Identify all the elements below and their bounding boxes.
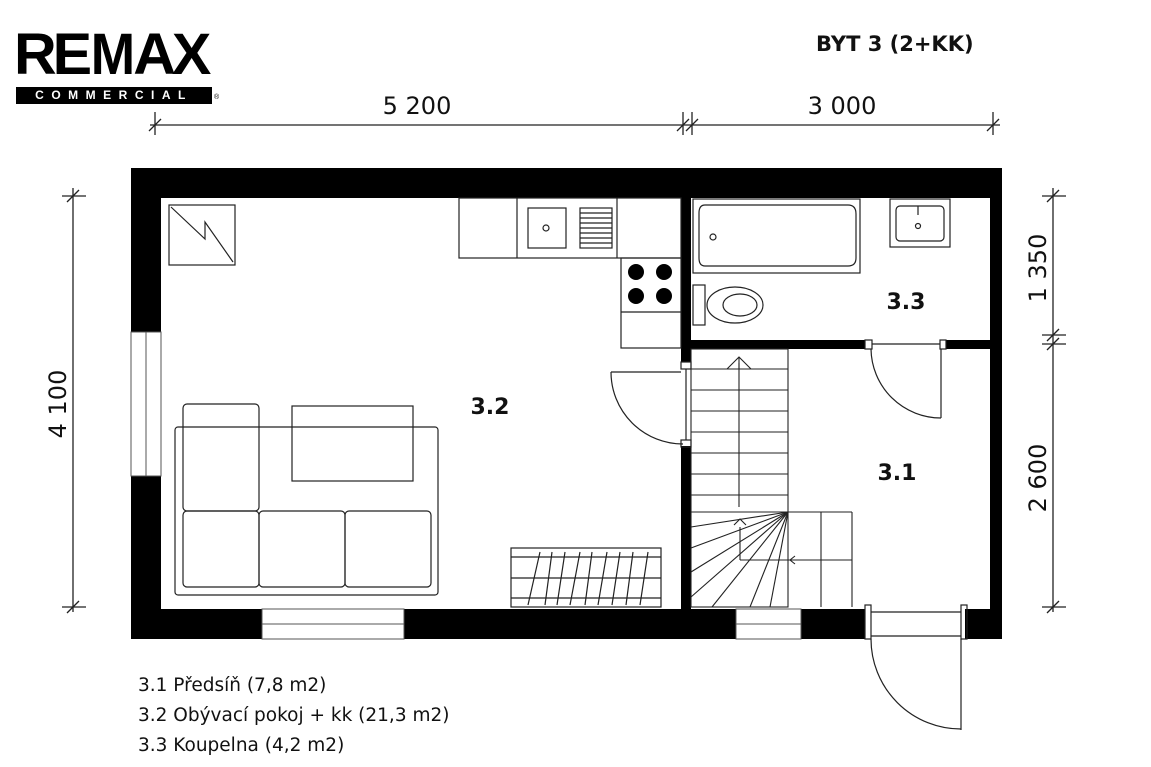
dim-right-lower: 2 600 [1024, 444, 1052, 513]
wall-right [990, 168, 1002, 639]
remax-commercial-logo: REMAX COMMERCIAL ® [14, 22, 224, 108]
window-bottom [261, 608, 405, 640]
room-label-3-1: 3.1 [878, 461, 917, 486]
room-label-3-3: 3.3 [887, 290, 926, 315]
dim-left-height: 4 100 [44, 370, 72, 439]
walls [131, 168, 1002, 639]
wall-bath-2 [946, 340, 990, 349]
unit-title: BYT 3 (2+KK) [816, 32, 974, 56]
shoe-rack [510, 547, 662, 608]
window-bottom-small [735, 608, 802, 640]
dim-top-right: 3 000 [808, 92, 877, 120]
legend-item: 3.2 Obývací pokoj + kk (21,3 m2) [138, 705, 450, 726]
room-legend: 3.1 Předsíň (7,8 m2) 3.2 Obývací pokoj +… [138, 671, 449, 761]
sofa [174, 403, 439, 596]
registered-mark: ® [214, 94, 220, 101]
wall-mid-upper [681, 198, 691, 362]
window-left [130, 331, 162, 477]
wall-bottom-1 [131, 609, 262, 639]
wall-top [131, 168, 1002, 198]
stove-hob [628, 264, 672, 304]
wall-bath-1 [691, 340, 865, 349]
toilet [692, 284, 764, 326]
room-label-3-2: 3.2 [471, 395, 510, 420]
dim-top-left: 5 200 [383, 92, 452, 120]
coffee-table [291, 405, 414, 482]
dimension-lines [62, 112, 1066, 614]
wall-mid-lower [681, 446, 691, 609]
living-room-door [610, 361, 692, 448]
legend-item: 3.1 Předsíň (7,8 m2) [138, 675, 327, 696]
furnace [168, 204, 236, 266]
wall-left-upper [131, 168, 161, 332]
wall-bottom-3 [801, 609, 865, 639]
bathroom-door [864, 339, 947, 419]
logo-subtitle: COMMERCIAL [35, 88, 193, 102]
kitchen-counter [458, 197, 682, 349]
bathroom-sink [889, 198, 951, 248]
legend-item: 3.3 Koupelna (4,2 m2) [138, 735, 345, 756]
dim-right-upper: 1 350 [1024, 234, 1052, 303]
staircase [690, 348, 853, 608]
logo-wordmark: REMAX [14, 22, 211, 87]
entrance-door [864, 604, 968, 730]
logo-bar [16, 87, 212, 104]
bathtub [692, 198, 861, 274]
wall-bottom-2 [404, 609, 736, 639]
